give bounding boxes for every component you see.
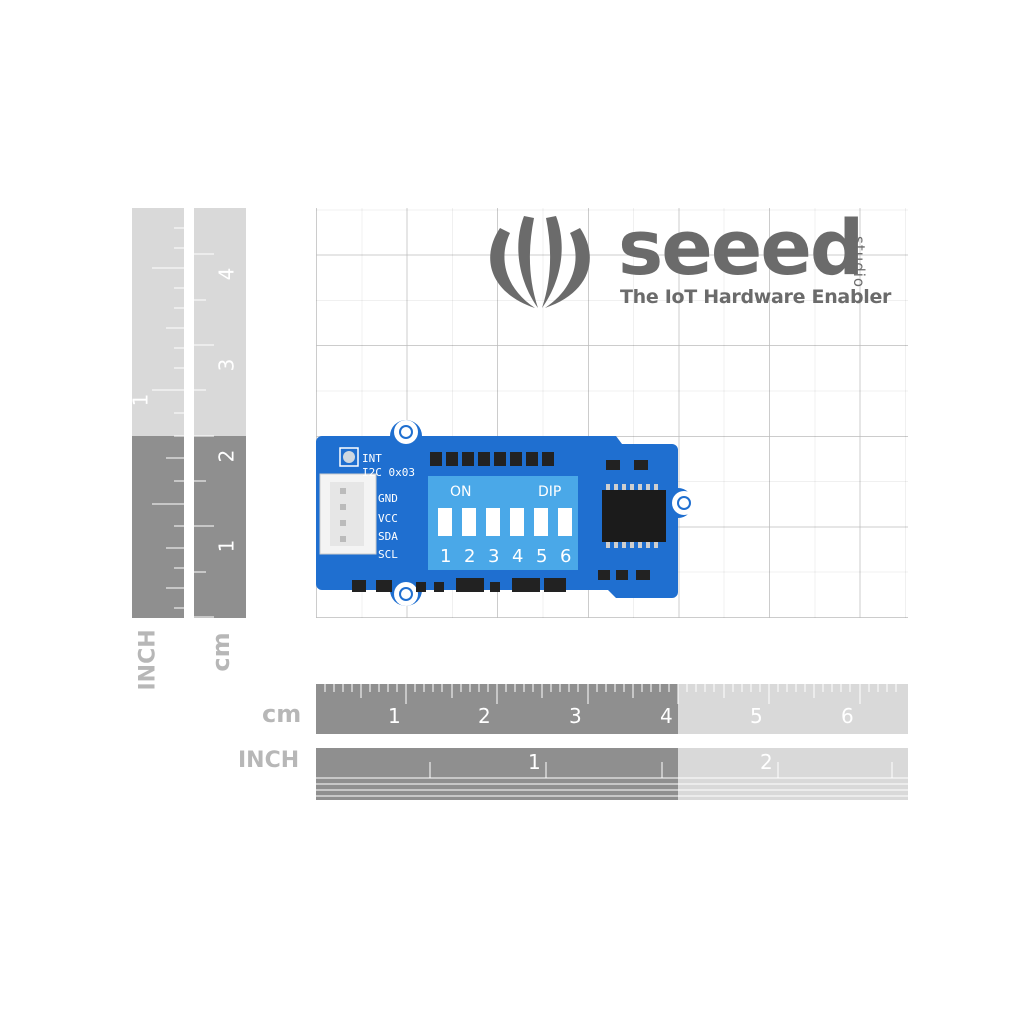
vertical-cm-ruler: 1 2 3 4 bbox=[194, 208, 246, 618]
switch-number-4: 4 bbox=[512, 546, 524, 567]
horizontal-inch-number-1: 1 bbox=[528, 750, 541, 774]
pin-label-gnd: GND bbox=[378, 492, 398, 505]
horizontal-inch-ticks bbox=[316, 762, 908, 797]
dip-label: DIP bbox=[538, 484, 562, 500]
vertical-cm-number-4: 4 bbox=[214, 267, 239, 281]
switch-number-5: 5 bbox=[536, 546, 548, 567]
pcb-outline bbox=[316, 420, 692, 606]
logo-tagline: The IoT Hardware Enabler bbox=[620, 286, 892, 308]
pin-label-sda: SDA bbox=[378, 530, 398, 543]
vertical-cm-ticks bbox=[194, 253, 214, 618]
horizontal-cm-number-1: 1 bbox=[388, 704, 401, 728]
vertical-cm-number-1: 1 bbox=[214, 539, 239, 553]
int-label: INT bbox=[362, 452, 382, 465]
horizontal-cm-number-4: 4 bbox=[660, 704, 673, 728]
vertical-inch-ruler: 1 bbox=[128, 208, 184, 618]
seeed-logo: seeed studio The IoT Hardware Enabler bbox=[480, 208, 910, 318]
horizontal-cm-unit: cm bbox=[262, 700, 302, 728]
vertical-cm-number-3: 3 bbox=[214, 358, 239, 372]
horizontal-cm-number-3: 3 bbox=[569, 704, 582, 728]
horizontal-cm-ruler: 1 2 3 4 5 6 bbox=[316, 684, 908, 734]
vertical-cm-unit: cm bbox=[207, 632, 235, 672]
vertical-inch-number: 1 bbox=[128, 393, 153, 407]
switch-number-2: 2 bbox=[464, 546, 476, 567]
logo-studio: studio bbox=[850, 236, 868, 289]
pin-label-vcc: VCC bbox=[378, 512, 398, 525]
logo-brand: seeed bbox=[618, 203, 864, 292]
vertical-inch-ticks bbox=[152, 227, 184, 609]
switch-number-6: 6 bbox=[560, 546, 572, 567]
dip-on-label: ON bbox=[450, 484, 472, 500]
grove-dip-switch-board: INT I2C 0x03 GND VCC SDA SCL ON DIP 1 2 … bbox=[316, 420, 692, 620]
horizontal-cm-ticks bbox=[324, 684, 897, 704]
seeed-emblem-icon bbox=[490, 216, 590, 308]
horizontal-inch-unit: INCH bbox=[238, 748, 300, 773]
vertical-inch-unit: INCH bbox=[135, 629, 161, 691]
horizontal-inch-number-2: 2 bbox=[760, 750, 773, 774]
i2c-address-label: I2C 0x03 bbox=[362, 466, 415, 479]
vertical-cm-number-2: 2 bbox=[214, 449, 239, 463]
switch-number-1: 1 bbox=[440, 546, 452, 567]
horizontal-cm-number-2: 2 bbox=[478, 704, 491, 728]
horizontal-inch-ruler: 1 2 bbox=[316, 748, 908, 800]
switch-number-3: 3 bbox=[488, 546, 500, 567]
horizontal-cm-number-5: 5 bbox=[750, 704, 763, 728]
pin-label-scl: SCL bbox=[378, 548, 398, 561]
horizontal-cm-number-6: 6 bbox=[841, 704, 854, 728]
